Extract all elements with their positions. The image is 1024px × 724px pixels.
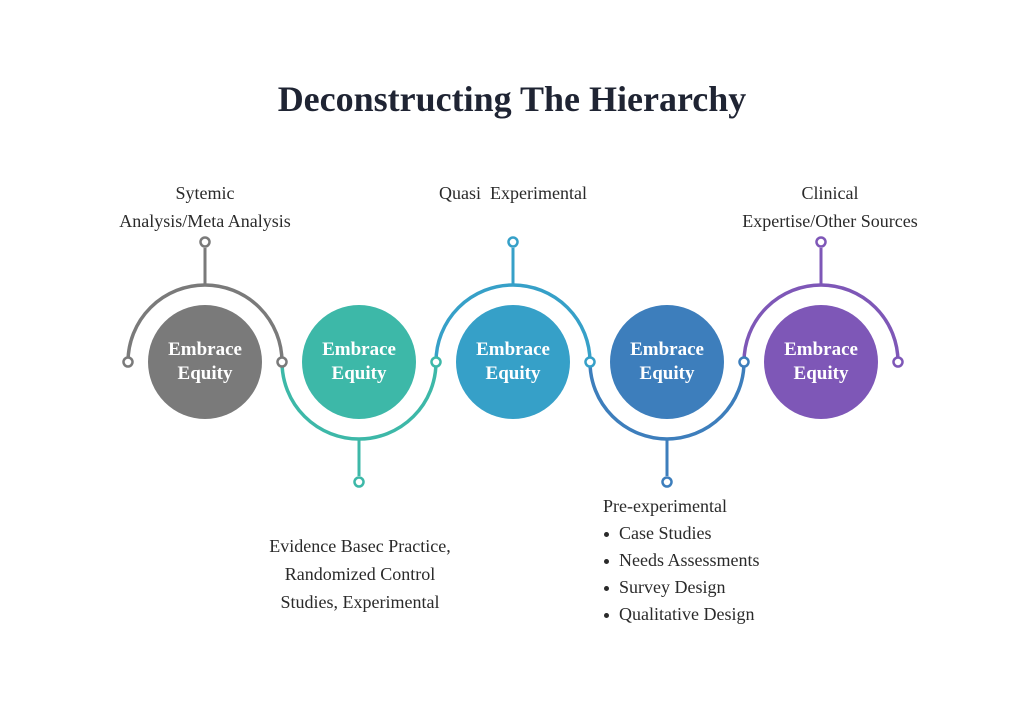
connector-4 bbox=[588, 305, 746, 488]
node-label-2: Embrace Equity bbox=[322, 339, 396, 384]
caption-clinical: Clinical Expertise/Other Sources bbox=[742, 183, 918, 231]
caption-quasi-experimental: Quasi Experimental bbox=[439, 183, 587, 203]
end-dot-5 bbox=[892, 356, 904, 368]
stem-dot-1 bbox=[199, 236, 211, 248]
pre-experimental-list: Case Studies Needs Assessments Survey De… bbox=[603, 520, 803, 628]
node-circle-3 bbox=[456, 305, 570, 419]
junction-dot-4 bbox=[738, 356, 750, 368]
caption-evidence-based: Evidence Basec Practice, Randomized Cont… bbox=[269, 536, 451, 612]
node-circle-4 bbox=[610, 305, 724, 419]
stem-dot-2 bbox=[353, 476, 365, 488]
node-circle-2 bbox=[302, 305, 416, 419]
node-label-3: Embrace Equity bbox=[476, 339, 550, 384]
list-item: Case Studies bbox=[603, 520, 803, 547]
junction-dot-3 bbox=[584, 356, 596, 368]
node-label-4: Embrace Equity bbox=[630, 339, 704, 384]
stem-dot-4 bbox=[661, 476, 673, 488]
page-title: Deconstructing The Hierarchy bbox=[277, 79, 747, 119]
junction-dot-2 bbox=[430, 356, 442, 368]
junction-dot-1 bbox=[276, 356, 288, 368]
end-dot-1 bbox=[122, 356, 134, 368]
node-label-1: Embrace Equity bbox=[168, 339, 242, 384]
connector-2 bbox=[280, 305, 438, 488]
list-item: Qualitative Design bbox=[603, 601, 803, 628]
node-circle-5 bbox=[764, 305, 878, 419]
list-item: Survey Design bbox=[603, 574, 803, 601]
connector-5 bbox=[742, 236, 904, 419]
list-item: Needs Assessments bbox=[603, 547, 803, 574]
connector-1 bbox=[122, 236, 284, 419]
connector-3 bbox=[434, 236, 592, 419]
stem-dot-5 bbox=[815, 236, 827, 248]
node-label-5: Embrace Equity bbox=[784, 339, 858, 384]
stem-dot-3 bbox=[507, 236, 519, 248]
node-circle-1 bbox=[148, 305, 262, 419]
caption-pre-experimental: Pre-experimental Case Studies Needs Asse… bbox=[603, 492, 803, 628]
caption-systemic: Sytemic Analysis/Meta Analysis bbox=[119, 183, 291, 231]
